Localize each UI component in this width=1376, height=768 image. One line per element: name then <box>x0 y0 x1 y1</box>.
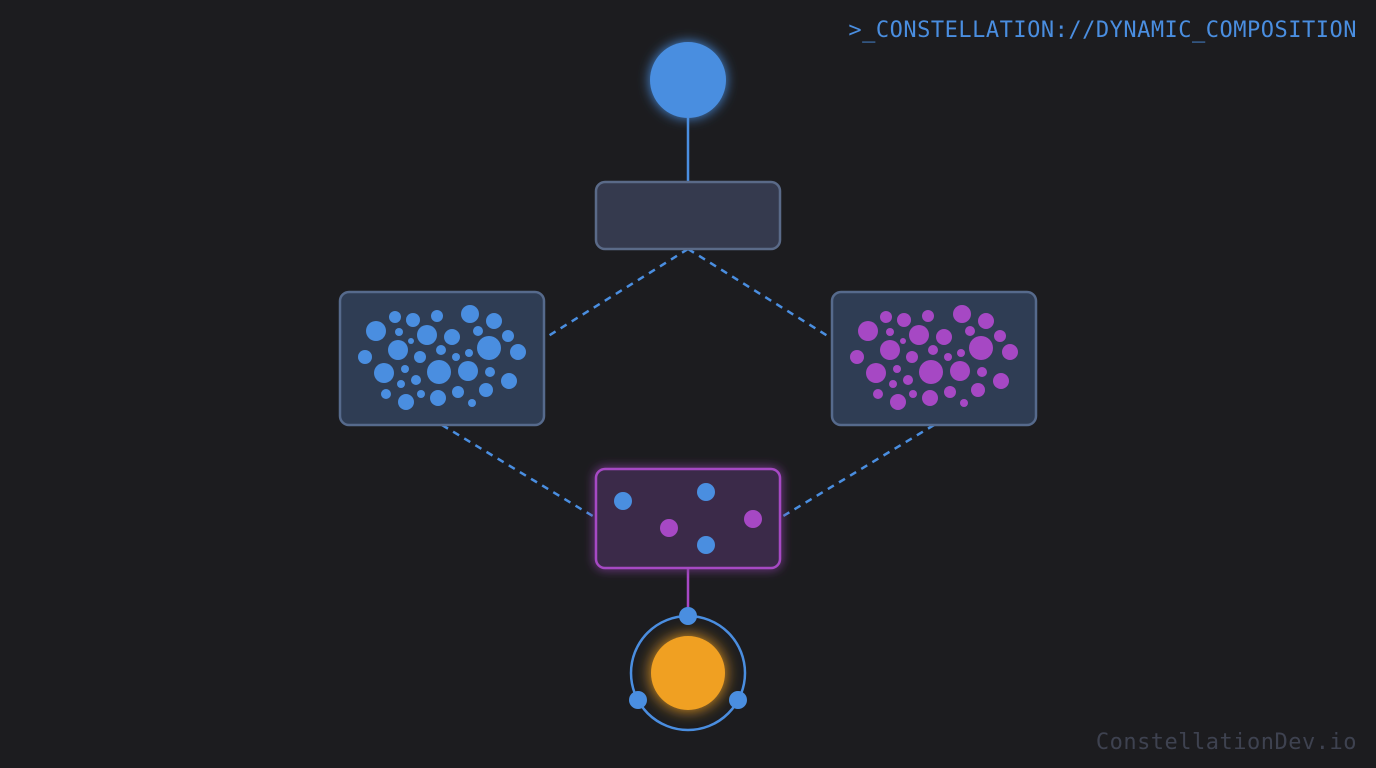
blue-dot-cluster-icon <box>358 305 526 410</box>
merge-purple-dot <box>744 510 762 528</box>
right-cluster-to-merge-connector <box>779 423 935 520</box>
root-to-left-cluster-connector <box>544 247 689 340</box>
merge-blue-dot <box>697 483 715 501</box>
purple-dot-cluster-icon <box>850 305 1018 410</box>
root-box <box>594 180 782 251</box>
right-cluster-panel <box>830 290 1038 427</box>
orbit-satellite-dot <box>629 691 647 709</box>
merge-box <box>594 467 782 570</box>
merge-blue-dot <box>614 492 632 510</box>
page-title: >_CONSTELLATION://DYNAMIC_COMPOSITION <box>848 18 1357 43</box>
orbit-satellite-dot <box>679 607 697 625</box>
orange-core-with-orbit-icon <box>629 607 747 732</box>
merge-purple-dot <box>660 519 678 537</box>
left-cluster-panel <box>338 290 546 427</box>
merge-blue-dot <box>697 536 715 554</box>
blue-circle-node-icon <box>650 42 726 118</box>
orbit-satellite-dot <box>729 691 747 709</box>
orange-core-node <box>651 636 725 710</box>
root-to-right-cluster-connector <box>687 247 832 340</box>
left-cluster-to-merge-connector <box>441 423 597 520</box>
brand-watermark: ConstellationDev.io <box>1095 730 1357 755</box>
